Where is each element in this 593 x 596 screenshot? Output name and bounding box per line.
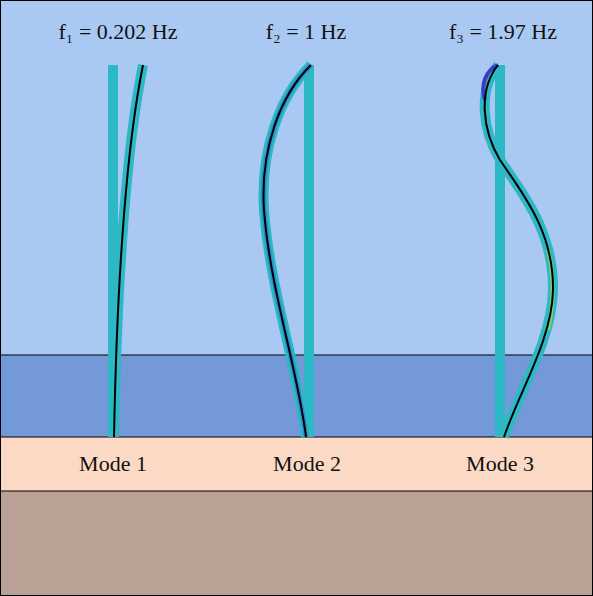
soil-region: [0, 491, 593, 596]
undeformed-tower: [495, 65, 505, 437]
mode-shape-shading: [263, 65, 311, 437]
mode-label: Mode 3: [466, 452, 534, 476]
mode-label: Mode 1: [79, 452, 147, 476]
frequency-label: f₂ = 1 Hz: [266, 20, 347, 44]
frequency-label: f₃ = 1.97 Hz: [449, 20, 557, 44]
mode-shape-tower: [114, 65, 143, 437]
mode-shape-line: [485, 65, 553, 437]
mode-shape-line: [114, 65, 143, 437]
mode-shape-tower: [263, 65, 311, 437]
mode-shape-tower: [485, 65, 553, 437]
soil-line: [0, 490, 593, 491]
seabed-band: [0, 437, 593, 491]
mode-label: Mode 2: [273, 452, 341, 476]
frequency-label: f₁ = 0.202 Hz: [58, 20, 177, 44]
mode-shape-line: [263, 65, 311, 437]
undeformed-tower: [304, 65, 314, 437]
